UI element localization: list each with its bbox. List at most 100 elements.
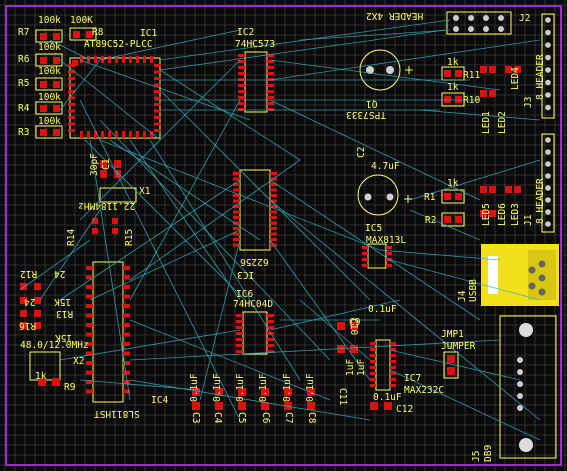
ic1-pad (68, 64, 75, 67)
j3-pin (545, 79, 551, 86)
j3-pin (545, 104, 551, 111)
r11-value: 1k (447, 57, 459, 68)
ic7-value: MAX232C (404, 385, 445, 396)
r4-value: 100k (38, 92, 61, 103)
j1-pin (545, 161, 551, 167)
jmp1-outline (443, 351, 459, 379)
x1-value: 22.1184MHz (78, 200, 136, 211)
ic3-pad (233, 238, 240, 241)
ic3-pad (233, 199, 240, 203)
ic3-pad (270, 232, 277, 236)
ic1-pad (154, 122, 161, 126)
r14-pad (112, 228, 118, 234)
sl811-label: SL811HST (94, 408, 140, 419)
c5-label: C5 (236, 412, 247, 424)
led-pad (480, 186, 487, 193)
ratsnest-line (389, 349, 521, 381)
r12-label: R12 (20, 268, 38, 279)
c2-pin (386, 193, 394, 201)
ratsnest-line (79, 99, 241, 421)
ic3-pad (233, 232, 240, 236)
c7-label: C7 (283, 412, 294, 424)
sl811-pad (123, 275, 130, 280)
ic2-pad (238, 84, 245, 87)
ic3-pad (270, 199, 277, 203)
resistor-pad (34, 283, 41, 290)
ic1-pad (154, 77, 161, 80)
ratsnest-line (419, 109, 541, 121)
ic1-pad (108, 56, 111, 63)
resistor-pad (40, 57, 47, 64)
r15-value: 15K (55, 332, 73, 343)
sl811-pad (86, 304, 93, 308)
resistor-pad (455, 70, 462, 77)
q1-value: TPS7333 (346, 109, 387, 120)
ratsnest-line (59, 179, 241, 301)
j3-pin (545, 29, 551, 36)
ratsnest-line (59, 59, 161, 141)
sl811-pad (86, 323, 93, 327)
cap-pad (307, 402, 315, 410)
r8-value: 100K (70, 15, 93, 26)
ratsnest-line (409, 209, 481, 241)
ic2-pad (267, 66, 274, 69)
db9-mount (519, 438, 533, 452)
sl811-pad (123, 370, 130, 375)
ratsnest-line (269, 179, 481, 321)
resistor-outline (35, 125, 63, 139)
c9-pad (337, 322, 345, 330)
ic1-pad (143, 131, 146, 138)
ic1-pad (136, 131, 139, 138)
r4-label: R4 (18, 103, 30, 114)
ic1-pad (154, 70, 161, 74)
led2-label: LED2 (497, 111, 508, 134)
j1-outline (541, 133, 555, 233)
ic6-pad (267, 344, 274, 347)
r8-pad (73, 31, 80, 38)
ic3-label: IC3 (237, 269, 255, 280)
ratsnest-line (389, 369, 541, 441)
j1-pin (545, 149, 551, 155)
led-pad (505, 186, 512, 193)
r12-value: 24 (54, 268, 66, 279)
j2-label: J2 (519, 13, 531, 24)
ratsnest-line (84, 139, 246, 301)
ic6-pad (236, 314, 243, 317)
sl811-pad (123, 285, 130, 289)
c11-pad (100, 160, 107, 168)
resistor-pad (20, 283, 27, 290)
ic3-pad (233, 221, 240, 225)
ratsnest-line (129, 139, 241, 301)
resistor-pad (444, 193, 451, 200)
c11-pad (100, 170, 107, 178)
resistor-outline (441, 92, 465, 107)
resistor-pad (34, 310, 41, 317)
ic1-pad (80, 131, 83, 138)
j3-value: 8 HEADER (535, 54, 546, 100)
ic2-pad (238, 54, 245, 57)
ic3-pad (233, 188, 240, 192)
ic1-pad (87, 131, 90, 138)
led-pad (514, 66, 521, 73)
ic1-pad (68, 83, 75, 87)
r14-label: R14 (66, 228, 77, 246)
ic5-pad (362, 252, 368, 255)
ratsnest-line (129, 99, 241, 301)
ic2-pad (267, 102, 274, 105)
ic2-pad (267, 96, 274, 99)
r5-value: 100k (38, 66, 61, 77)
ic2-pad (238, 72, 245, 75)
ic5-pad (362, 246, 368, 249)
q1-pin (366, 66, 374, 74)
led1-label: LED1 (481, 111, 492, 134)
db9-pin (517, 357, 523, 363)
ic7-label: IC7 (404, 373, 422, 384)
db9-pin (517, 381, 523, 387)
j3-pin (545, 92, 551, 98)
ic3-pad (233, 210, 240, 214)
ic3-pad (270, 221, 277, 225)
ic3-pad (233, 194, 240, 197)
